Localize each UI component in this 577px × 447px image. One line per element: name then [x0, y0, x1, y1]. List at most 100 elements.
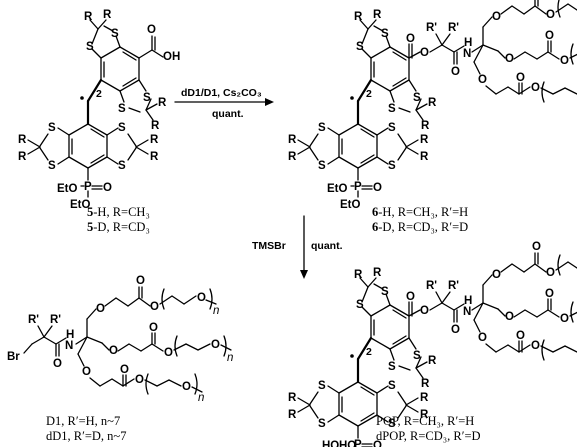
oxygen-atom: O	[373, 182, 382, 194]
oxygen-atom: O	[505, 53, 514, 65]
r-group: R	[373, 9, 382, 21]
bond	[408, 51, 421, 59]
bond	[119, 46, 140, 59]
bond	[122, 51, 137, 61]
hydrogen-atom: H	[464, 295, 472, 307]
bond	[57, 127, 70, 136]
bond	[361, 28, 369, 45]
bond	[397, 133, 407, 147]
bond	[43, 325, 53, 338]
bond	[111, 378, 124, 387]
bond	[357, 381, 378, 394]
bond	[140, 343, 153, 352]
bond	[497, 50, 506, 59]
bond	[536, 51, 549, 60]
r-group: R	[288, 409, 297, 421]
bond	[168, 379, 182, 387]
bond	[145, 109, 154, 121]
oxygen-atom: O	[531, 340, 540, 352]
bond	[327, 156, 340, 165]
bond	[569, 53, 577, 59]
oxygen-atom: O	[96, 303, 105, 315]
bond	[473, 44, 484, 63]
bond	[497, 308, 506, 317]
radical-dot	[350, 354, 354, 358]
bond	[441, 33, 451, 46]
radical-dot	[350, 96, 354, 100]
bond	[309, 391, 319, 405]
r-group: R	[150, 134, 159, 146]
bond	[106, 156, 119, 165]
bond	[552, 345, 566, 353]
r-prime-group: R'	[448, 22, 459, 34]
bond	[389, 337, 410, 350]
r-group: R	[288, 392, 297, 404]
oxygen-atom: O	[532, 241, 541, 253]
bond	[359, 277, 369, 288]
bond	[389, 46, 410, 59]
sulfur-atom: S	[318, 380, 326, 392]
bond	[361, 286, 369, 303]
oxygen-atom: O	[120, 364, 129, 376]
bond	[89, 19, 99, 30]
oxygen-atom: O	[150, 301, 159, 313]
bracket	[194, 373, 198, 395]
oxygen-atom: O	[149, 322, 158, 334]
bond	[115, 35, 121, 48]
bond	[385, 35, 391, 48]
bond	[389, 79, 410, 92]
oxygen-atom: O	[505, 311, 514, 323]
bond	[135, 146, 149, 155]
bond	[392, 77, 407, 87]
bond	[39, 133, 49, 147]
bracket	[174, 335, 178, 357]
bond	[101, 342, 110, 351]
sulfur-atom: S	[381, 28, 389, 40]
bond	[415, 98, 422, 111]
sulfur-atom: S	[356, 299, 364, 311]
bracket	[570, 43, 574, 65]
sulfur-atom: S	[318, 418, 326, 430]
hydrogen-atom: H	[66, 329, 74, 341]
bond	[405, 139, 419, 148]
bond	[567, 261, 577, 269]
bond	[373, 283, 384, 290]
bond	[370, 79, 391, 92]
caption-d1: D1, R′=H, n~7 dD1, R′=D, n~7	[46, 414, 126, 443]
repeat-n: n	[213, 305, 219, 317]
bond	[415, 109, 424, 121]
bond	[441, 291, 451, 304]
svg-text:5-H, R=CH₃: 5-H, R=CH₃	[87, 205, 150, 219]
step2-reagent: TMSBr	[252, 240, 286, 252]
caption-compound-6: 6-H, R=CH₃, R′=H 6-D, R=CD₃, R′=D	[372, 205, 468, 234]
bond	[91, 28, 99, 45]
bond	[89, 377, 101, 387]
sulfur-atom: S	[318, 160, 326, 172]
bond	[552, 87, 566, 95]
bond	[297, 146, 311, 155]
bond	[389, 90, 395, 103]
bond	[360, 154, 375, 164]
bond	[360, 386, 375, 396]
oxygen-atom: O	[373, 440, 382, 447]
bond	[435, 33, 443, 46]
bond	[513, 309, 526, 318]
oxygen-atom: O	[478, 332, 487, 344]
bond	[338, 381, 359, 394]
r-group: R	[158, 97, 167, 109]
bond	[376, 156, 389, 165]
bond	[518, 86, 531, 95]
bracket	[557, 254, 561, 276]
bond	[117, 343, 130, 352]
bond	[75, 336, 88, 345]
sulfur-atom: S	[118, 122, 126, 134]
bond	[408, 309, 421, 317]
sulfur-atom: S	[388, 122, 396, 134]
bond	[77, 353, 85, 367]
ethoxy-group: EtO	[57, 183, 78, 195]
ethoxy-group: EtO	[70, 199, 91, 211]
bond	[97, 19, 107, 30]
oxygen-atom: O	[53, 358, 62, 370]
hydroxyl-group: OH	[163, 51, 180, 63]
bond	[119, 79, 140, 92]
